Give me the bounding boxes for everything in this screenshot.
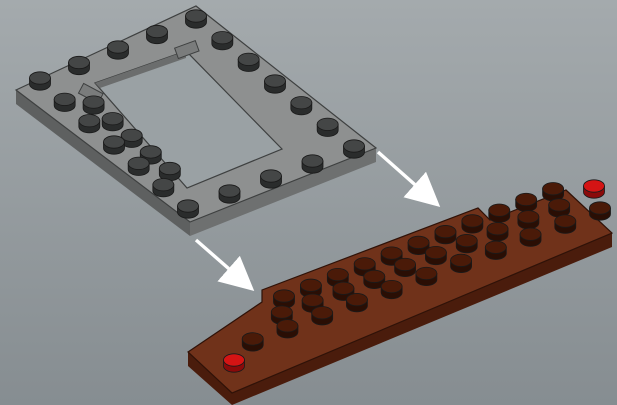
plate-stud	[242, 333, 263, 351]
plate-stud	[520, 228, 541, 246]
plate-stud	[277, 320, 298, 338]
plate-stud	[312, 307, 333, 325]
plate-stud	[555, 215, 576, 233]
frame-stud	[317, 118, 338, 136]
plate-stud	[489, 204, 510, 222]
frame-stud	[102, 112, 123, 130]
frame-stud	[219, 185, 240, 203]
plate-stud	[416, 267, 437, 285]
plate-stud	[395, 258, 416, 276]
frame-stud	[79, 114, 100, 132]
plate-stud	[543, 183, 564, 201]
plate-stud	[425, 246, 446, 264]
plate-stud	[451, 254, 472, 272]
frame-stud	[261, 170, 282, 188]
frame-stud	[212, 31, 233, 49]
frame-stud	[104, 136, 125, 154]
frame-stud	[108, 41, 129, 59]
frame-stud	[186, 10, 207, 28]
plate-stud	[549, 199, 570, 217]
plate-stud	[485, 241, 506, 259]
plate-stud	[518, 211, 539, 229]
plate-stud	[590, 202, 611, 220]
frame-stud	[291, 96, 312, 114]
accent-stud	[584, 180, 605, 198]
frame-stud	[159, 162, 180, 180]
frame-stud	[83, 96, 104, 114]
frame-stud	[265, 75, 286, 93]
frame-stud	[178, 200, 199, 218]
frame-stud	[69, 56, 90, 74]
plate-stud	[516, 193, 537, 211]
frame-stud	[147, 25, 168, 43]
plate-stud	[435, 225, 456, 243]
plate-stud	[346, 293, 367, 311]
frame-stud	[30, 72, 51, 90]
frame-stud	[153, 178, 174, 196]
frame-stud	[344, 140, 365, 158]
plate-stud	[462, 215, 483, 233]
frame-stud	[238, 53, 259, 71]
plate-stud	[456, 234, 477, 252]
accent-stud	[224, 354, 245, 372]
frame-stud	[54, 93, 75, 111]
plate-stud	[487, 223, 508, 241]
plate-stud	[381, 280, 402, 298]
plate-stud	[274, 290, 295, 308]
frame-stud	[302, 155, 323, 173]
frame-stud	[128, 157, 149, 175]
